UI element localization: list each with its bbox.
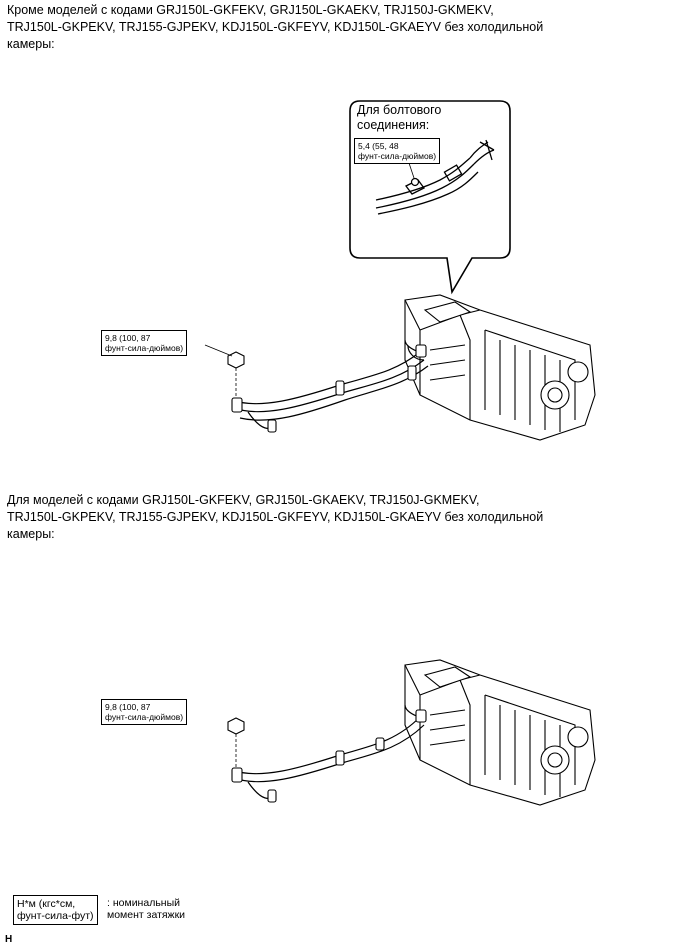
nut-top bbox=[227, 351, 245, 369]
legend-box-line1: Н*м (кгс*см, bbox=[17, 898, 76, 910]
torque-bottom-line1: 9,8 (100, 87 bbox=[105, 702, 151, 712]
torque-callout-line2: фунт-сила-дюймов) bbox=[358, 151, 437, 161]
torque-label-bottom: 9,8 (100, 87 фунт-сила-дюймов) bbox=[101, 699, 188, 725]
torque-bottom-line2: фунт-сила-дюймов) bbox=[105, 712, 184, 722]
callout-title-line1: Для болтового bbox=[357, 103, 442, 117]
corner-mark: H bbox=[5, 934, 13, 945]
torque-top-line2: фунт-сила-дюймов) bbox=[105, 343, 184, 353]
heading-top-line2: TRJ150L-GKPEKV, TRJ155-GJPEKV, KDJ150L-G… bbox=[7, 20, 544, 34]
clamps-bottom bbox=[231, 709, 427, 803]
hvac-unit-top bbox=[404, 294, 596, 441]
heading-bottom-line1: Для моделей с кодами GRJ150L-GKFEKV, GRJ… bbox=[7, 493, 480, 507]
legend-description: : номинальный момент затяжки bbox=[107, 897, 185, 921]
legend-desc-line1: : номинальный bbox=[107, 897, 181, 909]
heading-bottom-line3: камеры: bbox=[7, 527, 55, 541]
legend-box-line2: фунт-сила-фут) bbox=[17, 910, 94, 922]
torque-top-leader bbox=[204, 344, 233, 357]
hvac-unit-bottom bbox=[404, 659, 596, 806]
heading-bottom-line2: TRJ150L-GKPEKV, TRJ155-GJPEKV, KDJ150L-G… bbox=[7, 510, 544, 524]
clamps-top bbox=[231, 344, 427, 433]
torque-label-callout: 5,4 (55, 48 фунт-сила-дюймов) bbox=[354, 138, 441, 164]
heading-top: Кроме моделей с кодами GRJ150L-GKFEKV, G… bbox=[7, 2, 667, 53]
heading-bottom: Для моделей с кодами GRJ150L-GKFEKV, GRJ… bbox=[7, 492, 667, 543]
torque-label-top: 9,8 (100, 87 фунт-сила-дюймов) bbox=[101, 330, 188, 356]
pipes-bottom bbox=[231, 704, 425, 799]
callout-title-line2: соединения: bbox=[357, 118, 430, 132]
top-diagram bbox=[204, 100, 596, 441]
callout-pipes bbox=[375, 139, 495, 215]
torque-callout-line1: 5,4 (55, 48 bbox=[358, 141, 399, 151]
heading-top-line1: Кроме моделей с кодами GRJ150L-GKFEKV, G… bbox=[7, 3, 494, 17]
bottom-diagram bbox=[227, 659, 596, 806]
nut-bottom bbox=[227, 717, 245, 735]
callout-title: Для болтового соединения: bbox=[357, 103, 441, 133]
pipes-top bbox=[231, 339, 429, 429]
callout-bolt bbox=[410, 177, 420, 187]
heading-top-line3: камеры: bbox=[7, 37, 55, 51]
torque-top-line1: 9,8 (100, 87 bbox=[105, 333, 151, 343]
legend-desc-line2: момент затяжки bbox=[107, 909, 186, 921]
legend-torque-unit-box: Н*м (кгс*см, фунт-сила-фут) bbox=[13, 895, 98, 925]
